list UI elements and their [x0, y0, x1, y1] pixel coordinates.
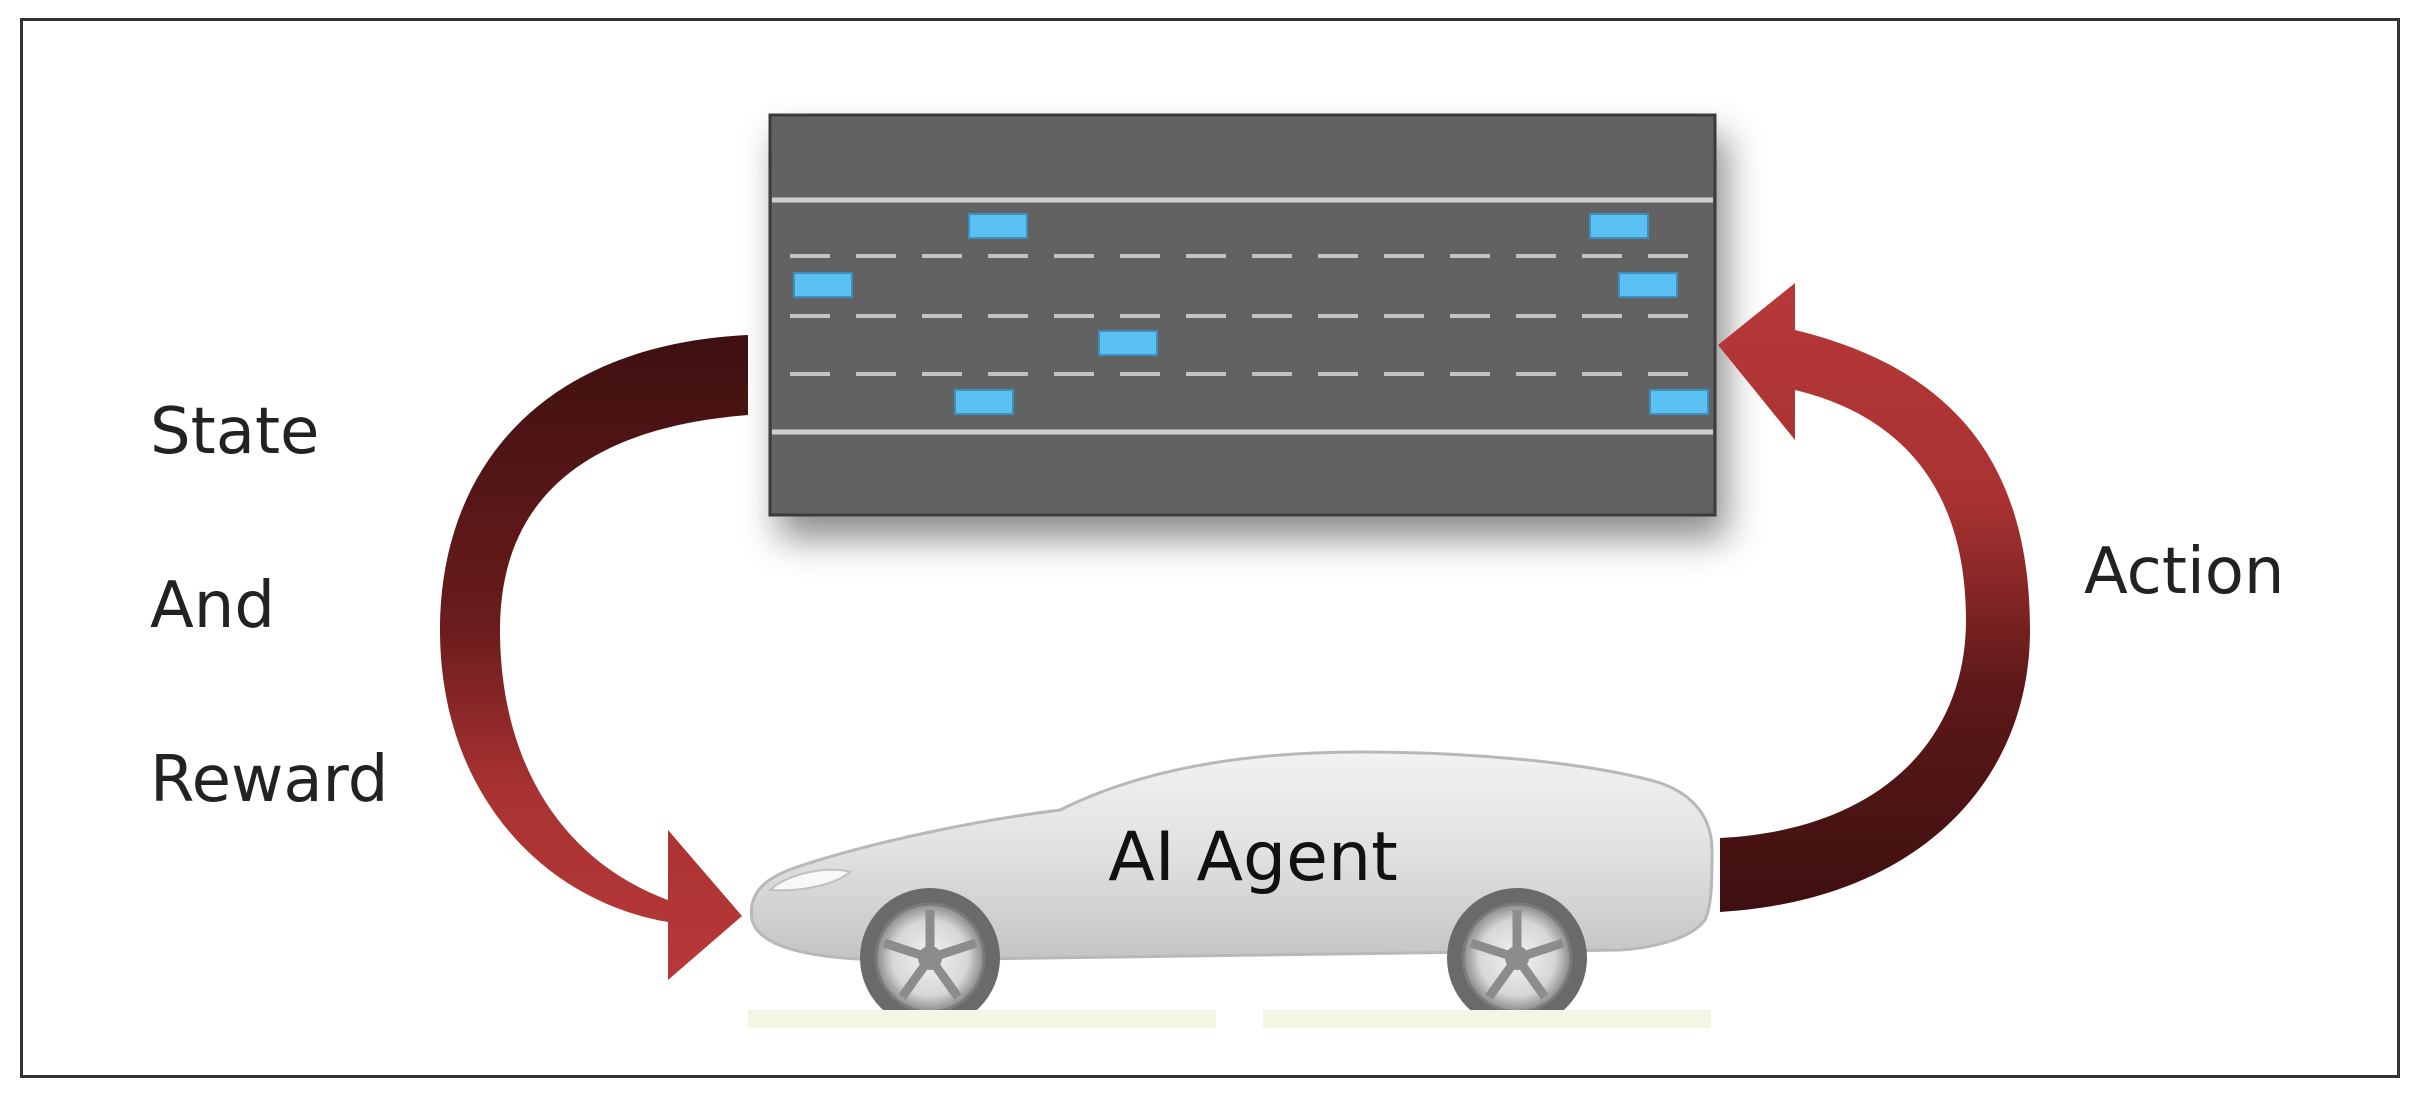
rear-wheel-icon [1447, 888, 1587, 1028]
ground-strip-right [1263, 1010, 1711, 1028]
and-label: And [150, 569, 275, 643]
state-label: State [150, 395, 320, 469]
vehicle-6 [954, 389, 1014, 415]
headlight [767, 868, 853, 892]
front-wheel-icon [860, 888, 1000, 1028]
reward-label: Reward [150, 743, 389, 817]
vehicle-2 [1589, 213, 1649, 239]
vehicle-3 [793, 272, 853, 298]
vehicle-5 [1098, 330, 1158, 356]
vehicle-7 [1649, 389, 1709, 415]
ground-strip-left [748, 1010, 1216, 1028]
highway-icon [768, 113, 1717, 517]
road-surface [768, 113, 1717, 517]
vehicle-4 [1618, 272, 1678, 298]
car-icon: AI Agent [748, 750, 1714, 1028]
action-label: Action [2084, 535, 2285, 609]
vehicle-1 [968, 213, 1028, 239]
action-arrow-icon [1718, 283, 2030, 912]
state-reward-arrow-icon [440, 335, 748, 980]
agent-label: AI Agent [1108, 818, 1397, 897]
